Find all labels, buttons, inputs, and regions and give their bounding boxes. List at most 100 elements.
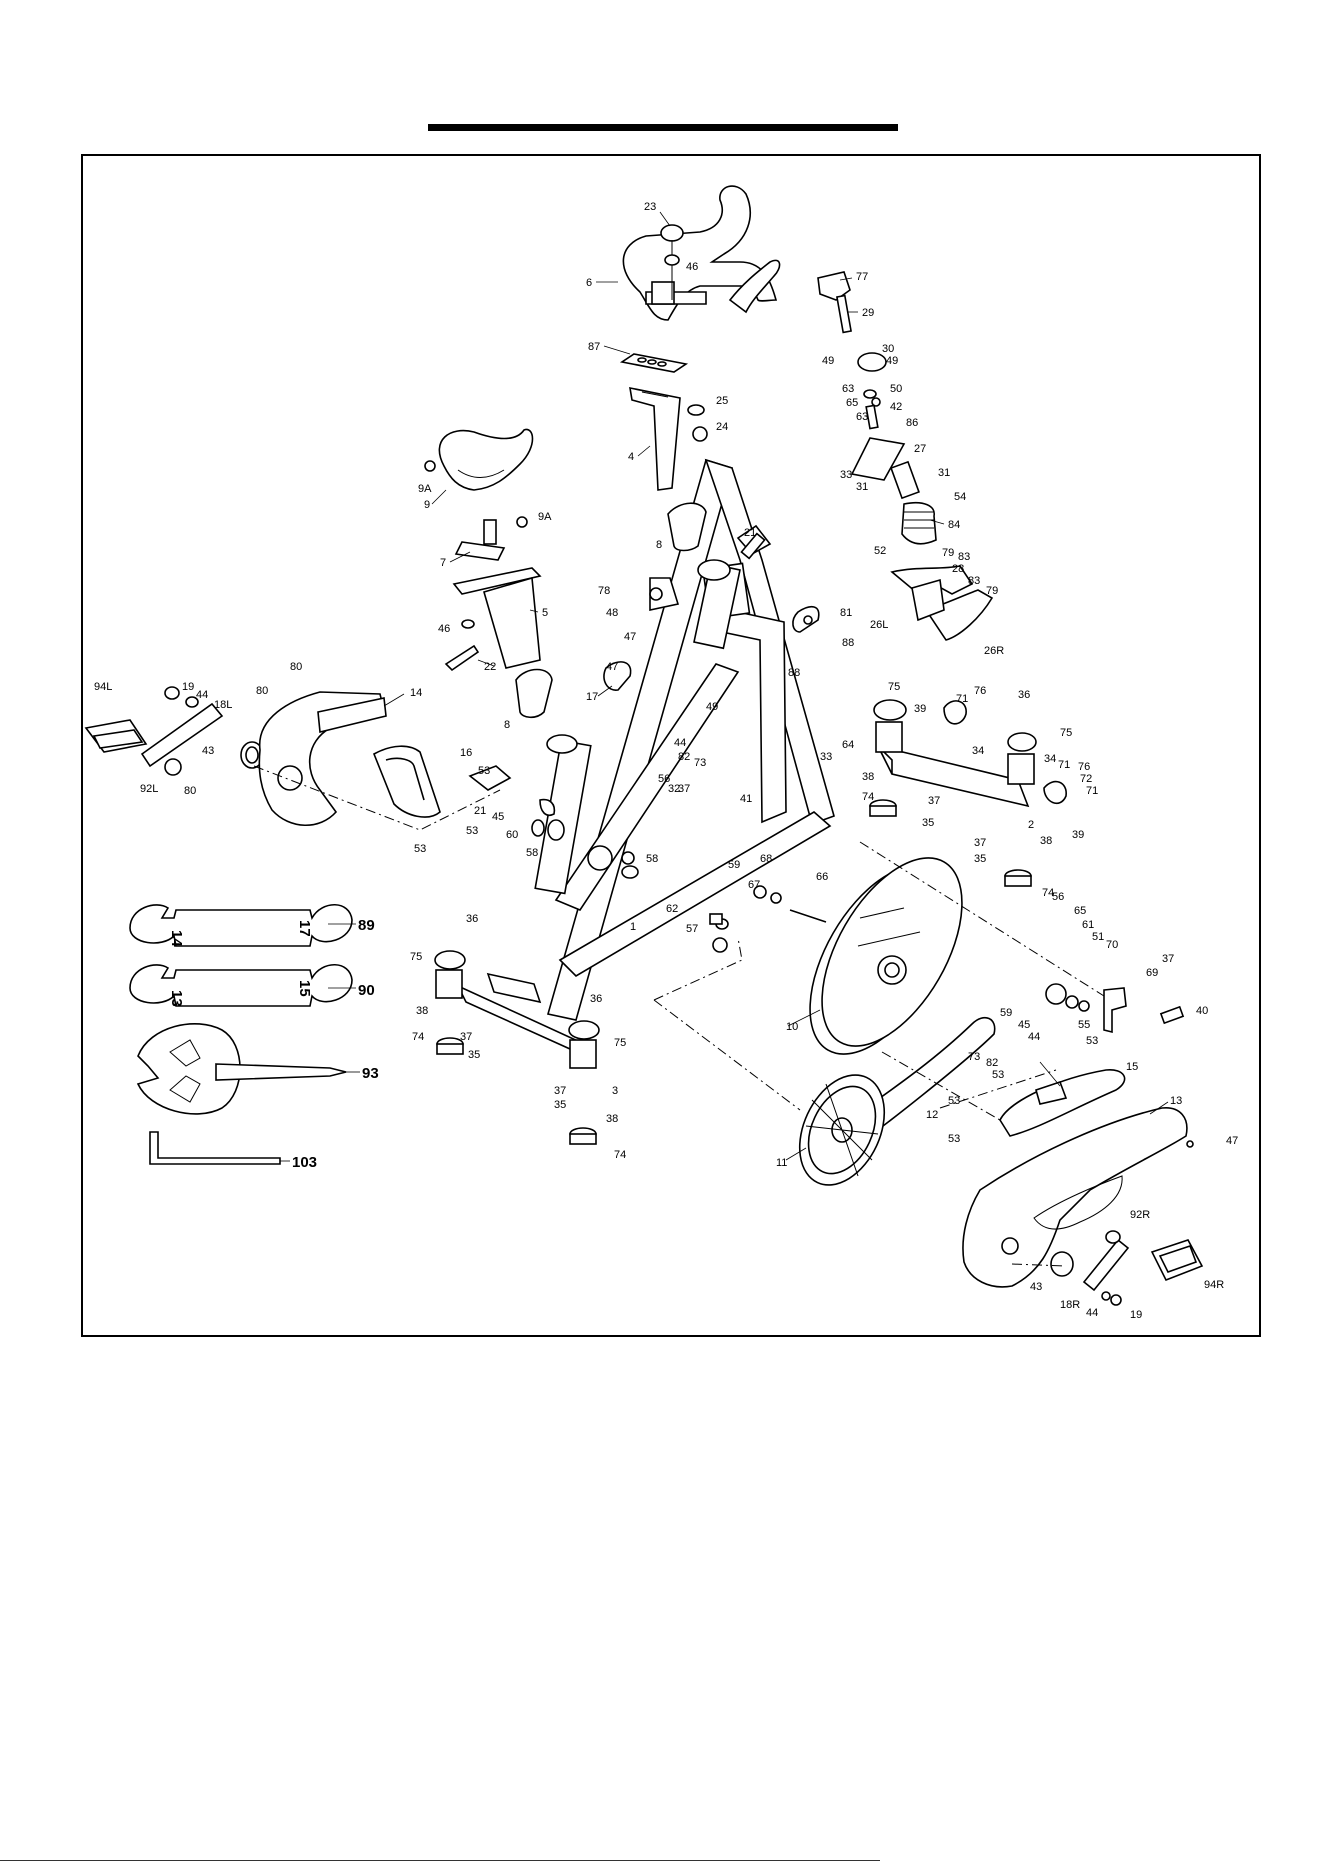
callout-69: 69 — [1146, 967, 1158, 979]
callout-32: 32 — [668, 783, 680, 795]
callout-47-b: 47 — [606, 661, 618, 673]
pedal-wrench-93: 93 — [136, 1023, 379, 1115]
callout-65-b: 65 — [1074, 905, 1086, 917]
callout-35-b: 35 — [974, 853, 986, 865]
rear-stabilizer — [434, 950, 600, 1145]
callout-3: 3 — [612, 1085, 618, 1097]
callout-76-a: 76 — [974, 685, 986, 697]
callout-40: 40 — [1196, 1005, 1208, 1017]
callout-36-a: 36 — [1018, 689, 1030, 701]
callout-53-d: 53 — [1086, 1035, 1098, 1047]
callout-34-a: 34 — [972, 745, 984, 757]
wrench-90-left-size: 13 — [168, 990, 185, 1007]
callout-17: 17 — [586, 691, 598, 703]
callout-77: 77 — [856, 271, 868, 283]
callout-23: 23 — [644, 201, 656, 213]
callout-65: 65 — [846, 397, 858, 409]
callout-49-a: 49 — [822, 355, 834, 367]
handlebar — [622, 185, 781, 321]
callout-16: 16 — [460, 747, 472, 759]
callout-54: 54 — [954, 491, 966, 503]
callout-53-b: 53 — [466, 825, 478, 837]
callout-29: 29 — [862, 307, 874, 319]
callout-74-a: 74 — [862, 791, 874, 803]
callout-46-b: 46 — [438, 623, 450, 635]
wrench-89-left-size: 14 — [168, 930, 185, 947]
callout-8-b: 8 — [504, 719, 510, 731]
callout-18L: 18L — [214, 699, 232, 711]
title-rule — [428, 124, 898, 131]
seat-assembly — [424, 428, 542, 672]
callout-41: 41 — [740, 793, 752, 805]
callout-70: 70 — [1106, 939, 1118, 951]
callout-92L: 92L — [140, 783, 158, 795]
callout-63-a: 63 — [842, 383, 854, 395]
callout-64: 64 — [842, 739, 854, 751]
left-chain-guard — [258, 691, 441, 826]
callout-86: 86 — [906, 417, 918, 429]
misc-hardware — [468, 765, 1194, 1148]
callout-78: 78 — [598, 585, 610, 597]
chainring — [798, 1074, 886, 1186]
callout-31-b: 31 — [856, 481, 868, 493]
right-crank-pedal — [1050, 1230, 1204, 1306]
callout-9A-b: 9A — [538, 511, 552, 523]
callout-53-a: 53 — [478, 765, 490, 777]
right-inner-chain-guard — [999, 1069, 1126, 1137]
callout-4: 4 — [628, 451, 634, 463]
callout-35-c: 35 — [468, 1049, 480, 1061]
callout-84: 84 — [948, 519, 960, 531]
wrench-89: 14 17 89 — [129, 904, 375, 947]
callout-44-d: 44 — [1086, 1307, 1098, 1319]
main-frame — [534, 458, 835, 1021]
front-stabilizer — [869, 699, 1067, 887]
callout-37-c: 37 — [974, 837, 986, 849]
callout-66: 66 — [816, 871, 828, 883]
callout-46: 46 — [686, 261, 698, 273]
callout-5: 5 — [542, 607, 548, 619]
callout-21-a: 21 — [744, 527, 756, 539]
callout-80-b: 80 — [256, 685, 268, 697]
callout-38-d: 38 — [606, 1113, 618, 1125]
callout-24: 24 — [716, 421, 728, 433]
callout-68: 68 — [760, 853, 772, 865]
callout-75-a: 75 — [888, 681, 900, 693]
callout-18R: 18R — [1060, 1299, 1080, 1311]
callout-74-d: 74 — [614, 1149, 626, 1161]
callout-45-a: 45 — [492, 811, 504, 823]
callout-38-a: 38 — [862, 771, 874, 783]
callout-76-b: 76 — [1078, 761, 1090, 773]
callout-35-d: 35 — [554, 1099, 566, 1111]
callout-26L: 26L — [870, 619, 888, 631]
callout-72: 72 — [1080, 773, 1092, 785]
callout-75-d: 75 — [614, 1037, 626, 1049]
callout-81: 81 — [840, 607, 852, 619]
callout-2: 2 — [1028, 819, 1034, 831]
callout-13: 13 — [1170, 1095, 1182, 1107]
right-chain-guard — [962, 1107, 1188, 1288]
callout-92R: 92R — [1130, 1209, 1150, 1221]
callout-56-b: 56 — [1052, 891, 1064, 903]
callout-44-c: 44 — [1028, 1031, 1040, 1043]
leader-lines — [383, 211, 1169, 1161]
callout-39-b: 39 — [1072, 829, 1084, 841]
callout-37-e: 37 — [460, 1031, 472, 1043]
footer-rule — [0, 1860, 880, 1861]
callout-79-b: 79 — [986, 585, 998, 597]
callout-10: 10 — [786, 1021, 798, 1033]
callout-71-b: 71 — [1058, 759, 1070, 771]
callout-9: 9 — [424, 499, 430, 511]
callout-62: 62 — [666, 903, 678, 915]
callout-73: 73 — [694, 757, 706, 769]
callout-36-b: 36 — [466, 913, 478, 925]
callout-49-b: 49 — [886, 355, 898, 367]
callout-79-a: 79 — [942, 547, 954, 559]
callout-83-b: 83 — [968, 575, 980, 587]
pedal-wrench-number: 93 — [362, 1065, 379, 1082]
callout-94L: 94L — [94, 681, 112, 693]
callout-12: 12 — [926, 1109, 938, 1121]
callout-26R: 26R — [984, 645, 1004, 657]
callout-47-a: 47 — [624, 631, 636, 643]
callout-53-f: 53 — [948, 1095, 960, 1107]
callout-74-b: 74 — [1042, 887, 1054, 899]
